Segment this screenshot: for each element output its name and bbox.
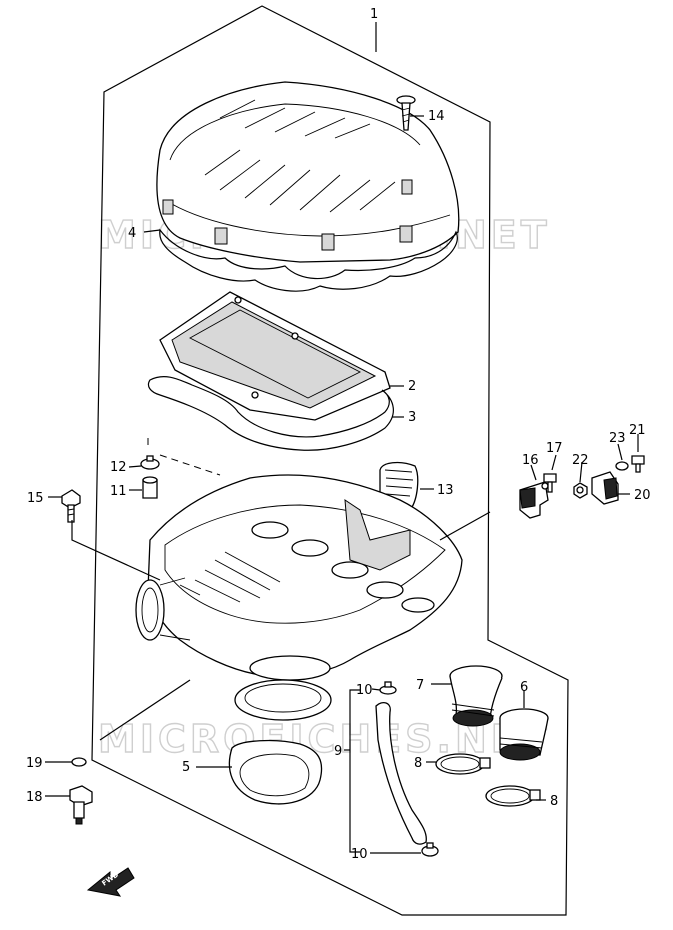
bracket-20: [591, 471, 619, 505]
cover-gasket: [159, 228, 458, 292]
callout-21: 21: [629, 423, 646, 438]
cap-11: [142, 476, 158, 499]
screw-14: [396, 95, 416, 131]
callout-4: 4: [128, 226, 136, 241]
lower-case: [135, 474, 463, 681]
callout-8-upper: 8: [414, 756, 422, 771]
filter-element: [159, 291, 391, 421]
nut-22: [573, 482, 588, 499]
callout-2: 2: [408, 379, 416, 394]
callout-10-upper: 10: [356, 683, 373, 698]
callout-23: 23: [609, 431, 626, 446]
clamp-8-upper: [435, 753, 491, 775]
fwd-arrow: FWD: [86, 867, 135, 897]
leader-lines: [45, 22, 639, 854]
callout-20: 20: [634, 488, 651, 503]
callout-13: 13: [437, 483, 454, 498]
callout-6: 6: [520, 680, 528, 695]
callout-9: 9: [334, 744, 342, 759]
callout-14: 14: [428, 109, 445, 124]
callout-1: 1: [370, 7, 378, 22]
callout-11: 11: [110, 484, 127, 499]
callout-15: 15: [27, 491, 44, 506]
callout-7: 7: [416, 678, 424, 693]
leader-dashed-12-11: [147, 438, 221, 476]
callout-5: 5: [182, 760, 190, 775]
callout-3: 3: [408, 410, 416, 425]
washer-19: [71, 757, 87, 767]
group-bracket-9: [349, 689, 360, 853]
clamp-12: [140, 455, 160, 470]
hose-9: [375, 701, 427, 845]
callout-16: 16: [522, 453, 539, 468]
screw-21: [631, 455, 645, 473]
clamp-8-lower: [485, 785, 541, 807]
assembly-outline: [91, 5, 569, 916]
clip-10-lower: [421, 842, 439, 857]
bracket-16: [519, 481, 549, 519]
clip-10-upper: [379, 681, 397, 695]
sensor-18: [69, 785, 93, 825]
callout-17: 17: [546, 441, 563, 456]
callout-22: 22: [572, 453, 589, 468]
callout-labels: 1 14 4 2 3 12 11 15 13 16 17 22 23 21 20…: [26, 7, 651, 862]
callout-18: 18: [26, 790, 43, 805]
callout-19: 19: [26, 756, 43, 771]
seal-5: [228, 679, 332, 805]
funnel-6: [499, 708, 549, 761]
washer-23: [615, 461, 629, 471]
funnel-7: [449, 665, 503, 727]
upper-cover: [156, 81, 460, 263]
callout-8-lower: 8: [550, 794, 558, 809]
callout-10-lower: 10: [351, 847, 368, 862]
bolt-15: [61, 489, 81, 523]
callout-12: 12: [110, 460, 127, 475]
screw-17: [543, 473, 557, 493]
filter-gasket: [147, 376, 394, 451]
